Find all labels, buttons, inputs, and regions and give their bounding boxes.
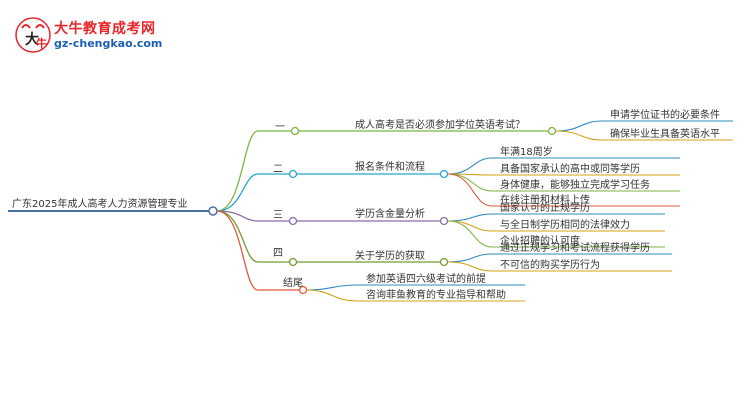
topic-node-dot [439, 257, 449, 267]
root-topic: 广东2025年成人高考人力资源管理专业 [12, 197, 187, 210]
leaf-item: 确保毕业生具备英语水平 [610, 127, 720, 140]
branch-topic: 关于学历的获取 [355, 249, 425, 262]
leaf-connector [555, 120, 733, 132]
leaf-connector [447, 220, 665, 248]
leaf-item: 咨询菲鱼教育的专业指导和帮助 [366, 288, 506, 301]
topic-node-dot [547, 126, 557, 136]
branch-marker: 结尾 [283, 276, 303, 289]
branch-connector [216, 173, 289, 212]
leaf-item: 与全日制学历相同的法律效力 [500, 218, 630, 231]
branch-node-dot [288, 257, 298, 267]
branch-connector [216, 210, 289, 222]
brand-domain: gz-chengkao.com [54, 37, 163, 50]
leaf-item: 通过正规学习和考试流程获得学历 [500, 241, 650, 254]
branch-topic: 报名条件和流程 [355, 160, 425, 173]
topic-node-dot [439, 216, 449, 226]
leaf-item: 不可信的购买学历行为 [500, 258, 600, 271]
branch-marker: 一 [275, 122, 285, 133]
leaf-item: 申请学位证书的必要条件 [610, 108, 720, 121]
leaf-connector [306, 289, 525, 302]
leaf-connector [447, 253, 672, 263]
branch-topic: 学历含金量分析 [355, 207, 425, 220]
branch-marker: 二 [273, 164, 283, 175]
leaf-item: 在线注册和材料上传 [500, 193, 590, 206]
leaf-item: 企业招聘的认可度 [500, 234, 580, 247]
bull-mascot-icon: 大 牛 [15, 17, 51, 53]
leaf-connector [447, 157, 680, 175]
leaf-item: 年满18周岁 [500, 145, 553, 158]
leaf-item: 具备国家承认的高中或同等学历 [500, 162, 640, 175]
topic-node-dot [439, 169, 449, 179]
site-logo[interactable]: 大 牛 大牛教育成考网 gz-chengkao.com [14, 16, 174, 56]
branch-topic: 成人高考是否必须参加学位英语考试？ [355, 118, 525, 131]
svg-text:牛: 牛 [36, 36, 47, 50]
branch-connector [216, 130, 291, 212]
branch-node-dot [298, 285, 308, 295]
branch-connector [216, 210, 299, 291]
branch-node-dot [288, 169, 298, 179]
svg-text:大: 大 [25, 31, 39, 48]
leaf-item: 参加英语四六级考试的前提 [366, 272, 486, 285]
leaf-item: 国家认可的正规学历 [500, 201, 590, 214]
root-node-dot [208, 206, 218, 216]
leaf-connector [555, 130, 733, 141]
leaf-connector [447, 261, 672, 272]
branch-marker: 四 [273, 248, 283, 259]
branch-node-dot [288, 216, 298, 226]
branch-node-dot [290, 126, 300, 136]
branch-connector [216, 210, 289, 263]
leaf-connector [447, 173, 680, 207]
brand-name: 大牛教育成考网 [54, 21, 156, 37]
branch-marker: 三 [273, 210, 283, 221]
leaf-item: 身体健康，能够独立完成学习任务 [500, 178, 650, 191]
